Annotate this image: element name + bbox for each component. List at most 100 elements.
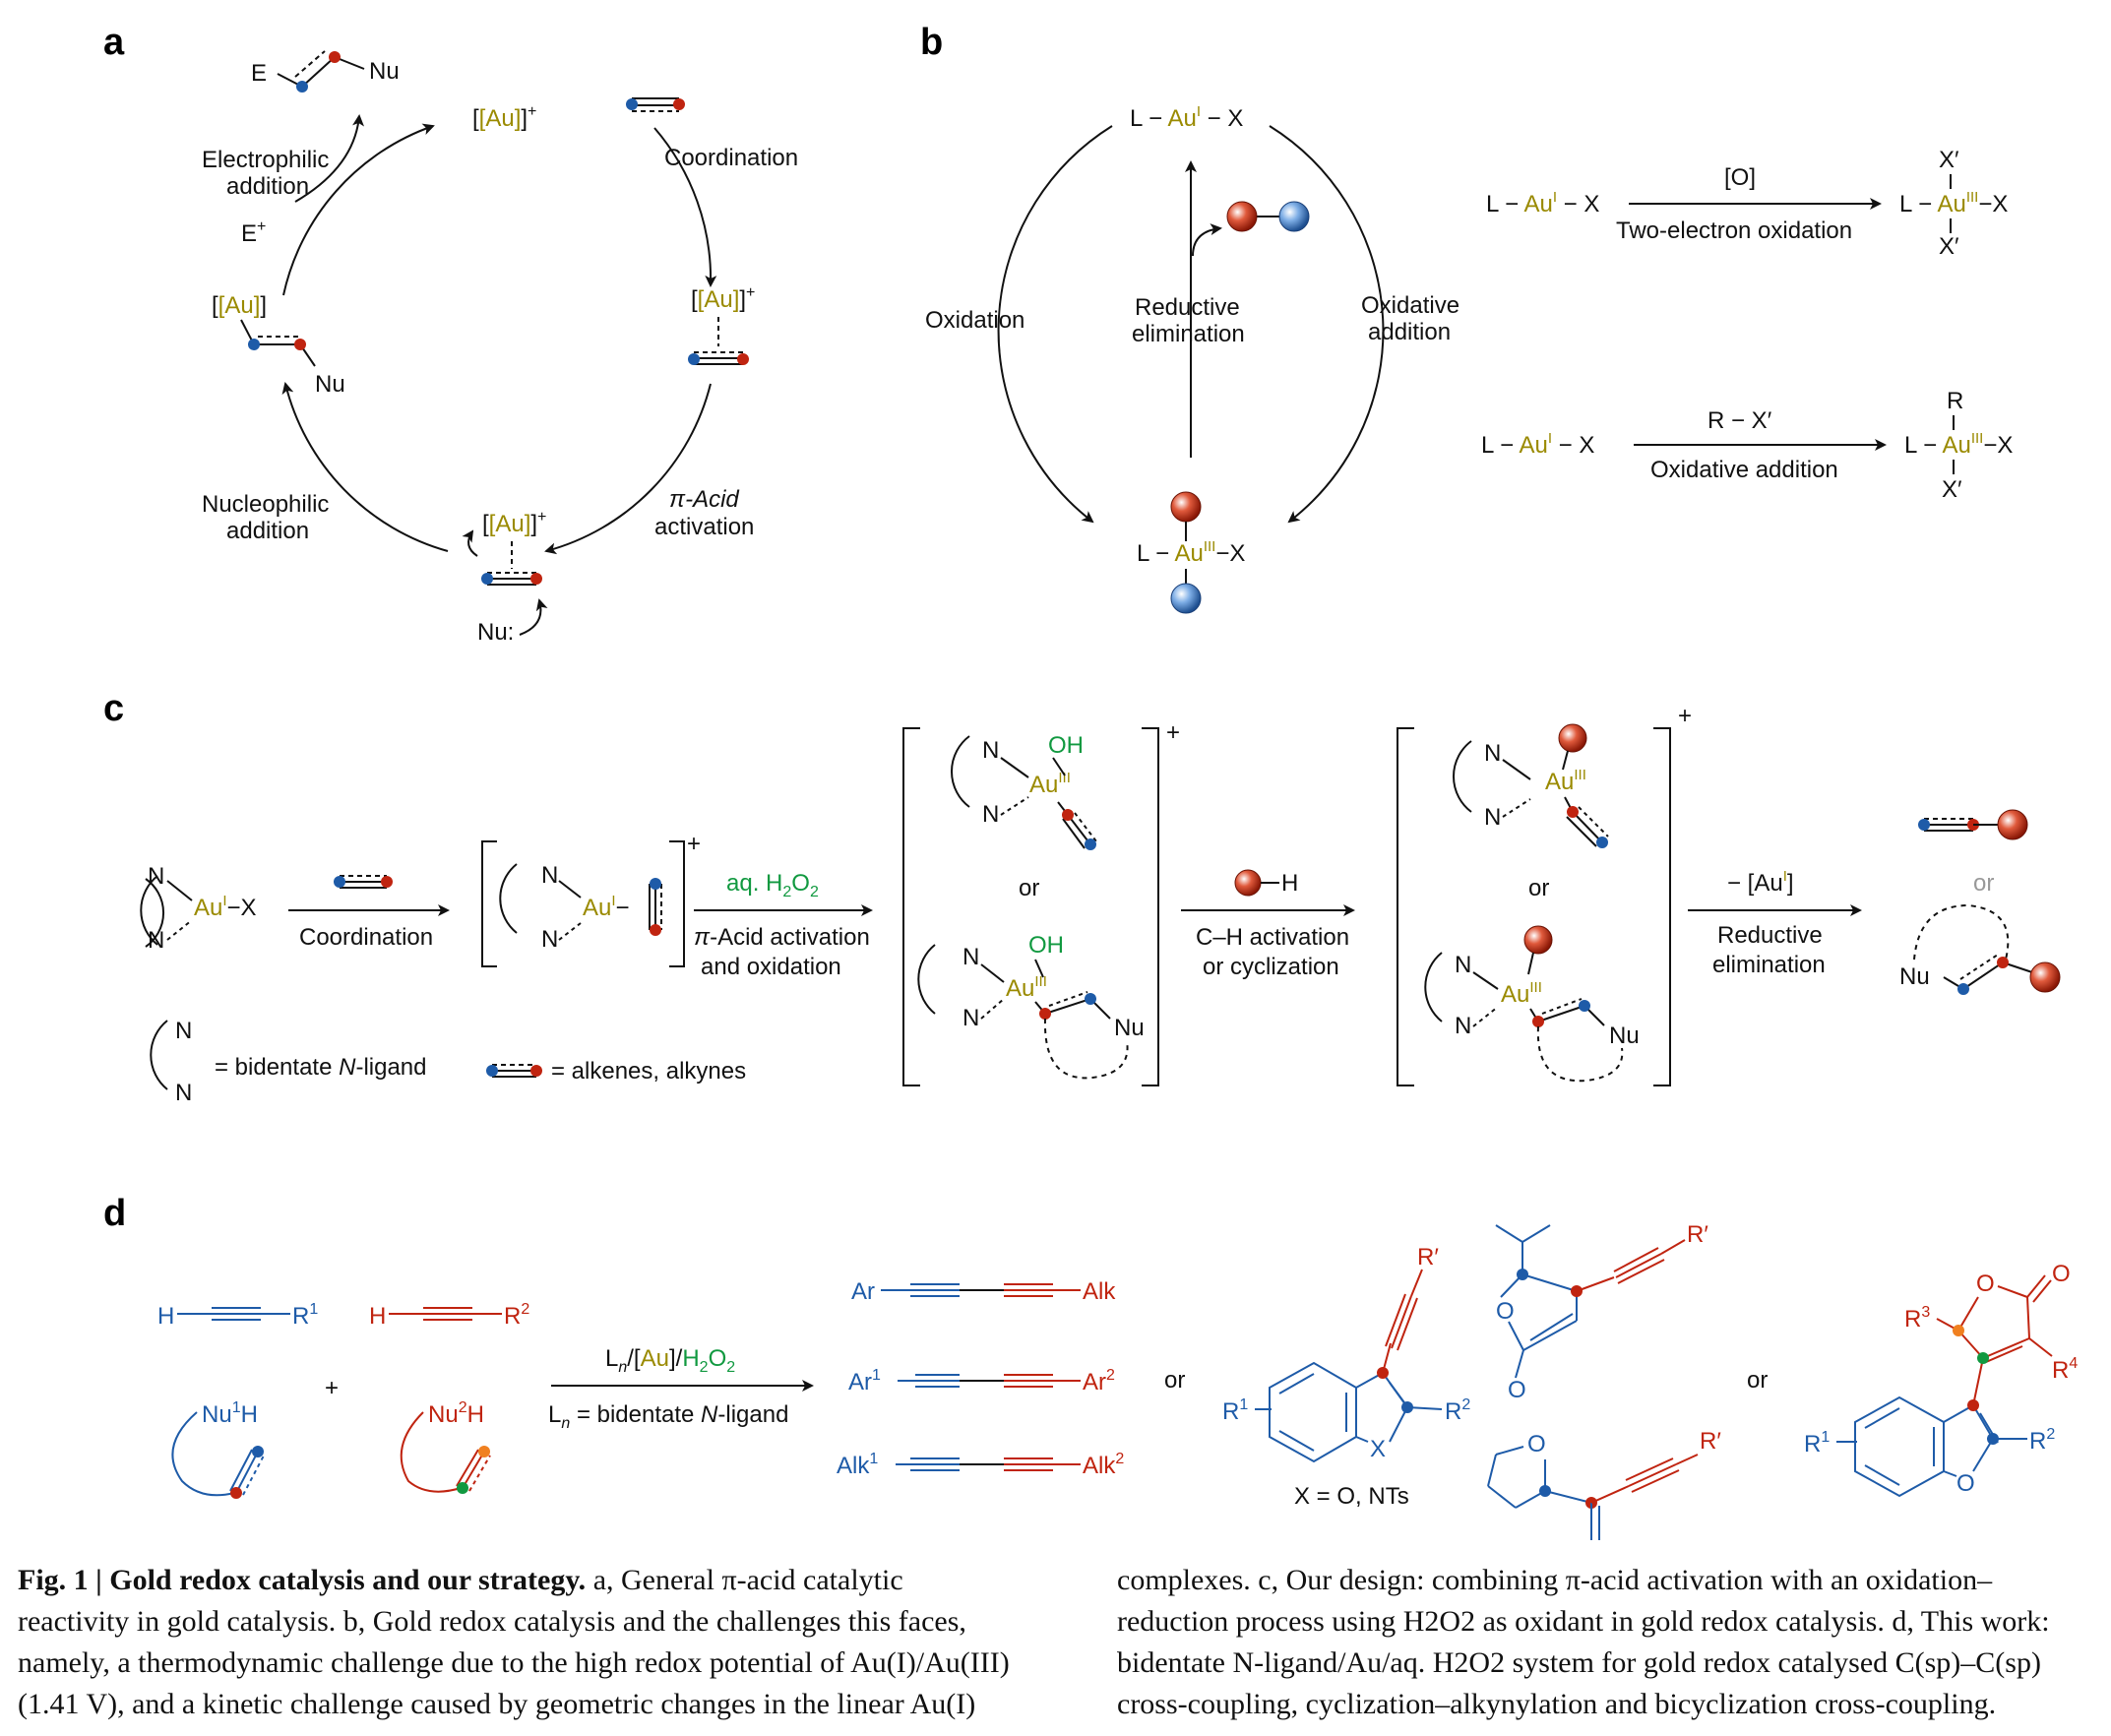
arrow-to-product: [294, 114, 365, 203]
svg-text:H: H: [369, 1303, 386, 1330]
b-reductive: Reductive: [1135, 294, 1240, 321]
c-nu-2: Nu: [1609, 1023, 1640, 1049]
caption-line-7: bidentate N-ligand/Au/aq. H2O2 system fo…: [1117, 1646, 2041, 1679]
a-pi-acid: π-Acid: [669, 486, 739, 513]
b-elimination: elimination: [1132, 321, 1245, 347]
svg-text:+: +: [1678, 703, 1692, 729]
d-cond-top: Ln/[Au]/H2O2: [605, 1345, 735, 1376]
svg-text:R1: R1: [1804, 1429, 1830, 1457]
svg-text:N: N: [1455, 1013, 1471, 1039]
a-au-left: [[Au]]: [212, 292, 267, 319]
d-nu1h: Nu1H: [202, 1399, 258, 1428]
c-nu-3: Nu: [1899, 963, 1930, 990]
c-or-cyclization: or cyclization: [1203, 954, 1339, 980]
d-r2: R2: [504, 1301, 529, 1330]
c-reductive: Reductive: [1717, 922, 1823, 949]
a-nucleophilic: Nucleophilic: [202, 491, 329, 518]
svg-text:N: N: [982, 801, 999, 828]
c-legend-alkene: = alkenes, alkynes: [551, 1058, 746, 1085]
a-nu-colon: Nu:: [477, 619, 514, 646]
caption-right: complexes. c, Our design: combining π-ac…: [1117, 1560, 2096, 1725]
svg-text:+: +: [687, 831, 701, 857]
c-nu-1: Nu: [1114, 1015, 1145, 1041]
svg-text:AuIII: AuIII: [1545, 767, 1586, 795]
a-electrophilic: Electrophilic: [202, 147, 329, 173]
b-oa-product: L − AuIII−X: [1904, 430, 2013, 459]
svg-text:R2: R2: [1445, 1396, 1470, 1425]
caption-line-4: (1.41 V), and a kinetic challenge caused…: [18, 1688, 976, 1720]
b-r: R: [1947, 388, 1963, 414]
c-n-bot: N: [148, 927, 164, 954]
d-benzofuran-alkynyl: X R2 R1 R′ X = O, NTs: [1222, 1244, 1470, 1510]
svg-text:R1: R1: [1222, 1396, 1248, 1425]
a-electrophilic-addition: addition: [226, 173, 309, 200]
d-product-1: Ar Alk: [851, 1278, 1116, 1305]
d-thf-alkenyl: O R′: [1487, 1428, 1721, 1540]
a-product-blue-dot: [296, 81, 308, 93]
cycle-arc-nucleophilic: [281, 382, 449, 552]
c-elimination: elimination: [1712, 952, 1826, 978]
c-aq-h2o2: aq. H2O2: [726, 870, 819, 900]
svg-text:N: N: [1455, 952, 1471, 978]
svg-text:R′: R′: [1417, 1244, 1439, 1271]
svg-text:N: N: [962, 1005, 979, 1031]
svg-text:O: O: [1496, 1298, 1515, 1325]
caption-line-1: Fig. 1 | Gold redox catalysis and our st…: [18, 1564, 903, 1596]
cycle-arc-coordination: [653, 127, 717, 287]
svg-text:R4: R4: [2052, 1355, 2078, 1384]
c-or-2: or: [1528, 875, 1549, 901]
b-xprime-bot-1: X′: [1939, 233, 1959, 260]
caption-line-6: reduction process using H2O2 as oxidant …: [1117, 1605, 2050, 1638]
svg-text:N: N: [175, 1018, 192, 1044]
svg-text:O: O: [1508, 1377, 1526, 1403]
d-cond-bottom: Ln = bidentate N-ligand: [548, 1401, 788, 1432]
b-product-red-sphere: [1226, 201, 1258, 232]
panel-letter-a: a: [103, 22, 125, 63]
c-legend-ligand: = bidentate N-ligand: [215, 1054, 427, 1081]
d-or-1: or: [1164, 1367, 1185, 1394]
svg-text:R′: R′: [1687, 1221, 1708, 1248]
panel-c: c N N AuI−X Coordination + N N AuI−: [103, 688, 2061, 1106]
cycle-arc-electrophilic: [282, 123, 435, 296]
figure-1-scheme: a [[Au]]+ E Nu Coordination [[Au]]+: [103, 22, 2078, 1540]
b-oa-reactant: L − AuI − X: [1481, 430, 1594, 459]
d-product-3: Alk1 Alk2: [837, 1451, 1124, 1479]
a-nucleophilic-addition: addition: [226, 518, 309, 544]
d-x-def: X = O, NTs: [1294, 1483, 1409, 1510]
d-plus: +: [325, 1375, 339, 1401]
panel-d: d H R1 H R2 + Nu1H Nu2H: [103, 1193, 2078, 1540]
caption-line-8: cross-coupling, cyclization–alkynylation…: [1117, 1688, 1997, 1720]
b-oxidation: Oxidation: [925, 307, 1024, 334]
c-n-top: N: [148, 863, 164, 890]
svg-text:N: N: [175, 1080, 192, 1106]
b-ox-product: L − AuIII−X: [1899, 189, 2008, 217]
a-product-nu: Nu: [369, 58, 400, 85]
svg-text:N: N: [541, 926, 558, 953]
caption-line-2: reactivity in gold catalysis. b, Gold re…: [18, 1605, 966, 1638]
svg-text:AuI−: AuI−: [583, 893, 630, 921]
b-o-label: [O]: [1724, 164, 1756, 191]
b-product-blue-sphere: [1278, 201, 1310, 232]
caption-left: Fig. 1 | Gold redox catalysis and our st…: [18, 1560, 1041, 1725]
svg-text:O: O: [2052, 1261, 2071, 1287]
panel-letter-c: c: [103, 688, 124, 729]
c-ch-activation: C–H activation: [1196, 924, 1349, 951]
c-oh-2: OH: [1028, 932, 1064, 959]
svg-text:Alk1: Alk1: [837, 1451, 878, 1479]
svg-text:AuIII: AuIII: [1501, 979, 1542, 1008]
cycle-arc-activation: [544, 383, 712, 555]
svg-text:AuIII: AuIII: [1006, 973, 1047, 1002]
a-activation: activation: [654, 514, 754, 540]
svg-text:N: N: [1484, 740, 1501, 767]
a-e-plus: E+: [241, 218, 266, 247]
caption-line-5: complexes. c, Our design: combining π-ac…: [1117, 1564, 1993, 1596]
svg-text:Ar2: Ar2: [1083, 1367, 1115, 1395]
svg-text:Alk2: Alk2: [1083, 1451, 1124, 1479]
c-or-1: or: [1019, 875, 1039, 901]
b-oxidative-addition: Oxidative addition: [1650, 457, 1838, 483]
svg-text:Ar: Ar: [851, 1278, 875, 1305]
c-minus-au: − [AuI]: [1727, 868, 1794, 897]
svg-text:X: X: [1370, 1436, 1386, 1462]
d-r1: R1: [292, 1301, 318, 1330]
c-pi-activation: π-Acid activation: [694, 924, 870, 951]
